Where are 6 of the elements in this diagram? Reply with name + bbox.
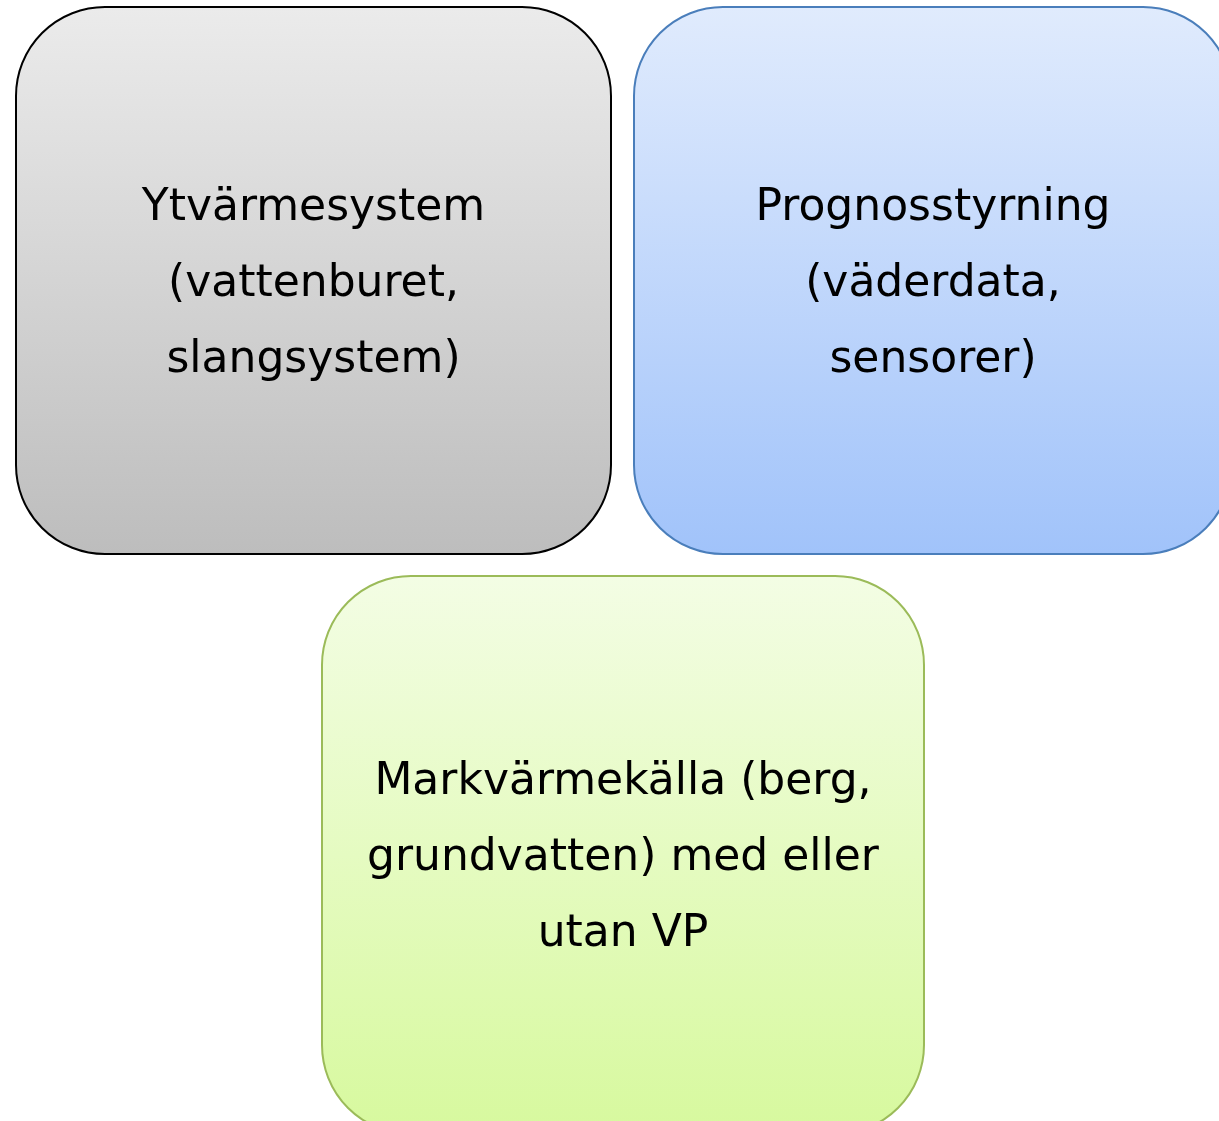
box-label: Prognosstyrning (väderdata, sensorer) bbox=[754, 177, 1112, 384]
rounded-box bbox=[321, 575, 925, 1121]
rounded-box bbox=[15, 6, 612, 555]
rounded-box bbox=[633, 6, 1219, 555]
box-label: Ytvärmesystem (vattenburet, slangsystem) bbox=[140, 177, 487, 384]
box-label: Markvärmekälla (berg, grundvatten) med eller utan VP bbox=[366, 752, 880, 958]
